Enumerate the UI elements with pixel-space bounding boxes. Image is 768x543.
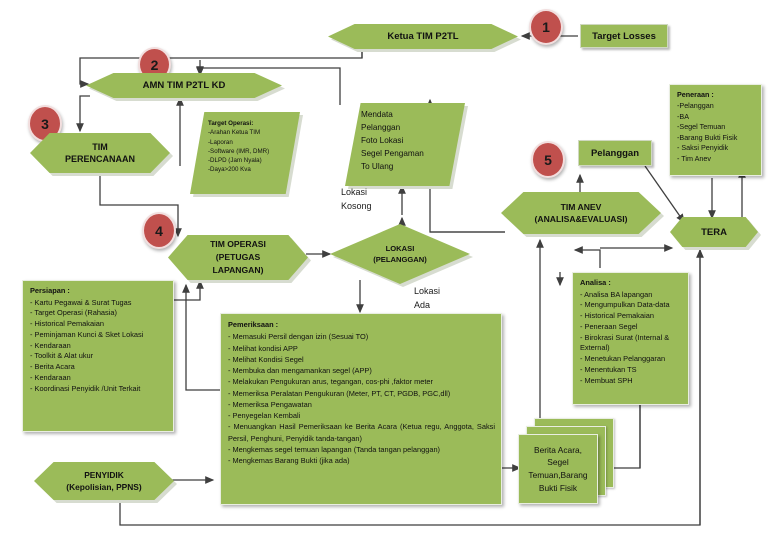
panel-item: - Melihat Kondisi Segel — [228, 354, 304, 364]
panel-item: - Mengkemas Barang Bukti (jika ada) — [228, 456, 350, 465]
panel-item: Foto Lokasi — [361, 135, 404, 145]
panel-item: - Toolkit & Alat ukur — [30, 351, 94, 361]
panel-item: - Mengumpulkan Data-data — [580, 300, 670, 310]
edge-label-lokasi-kosong: Lokasi Kosong — [341, 187, 372, 211]
panel-item: - Analisa BA lapangan — [580, 289, 653, 299]
node-penyidik-line1: PENYIDIK — [84, 469, 124, 480]
panel-item: - Tim Anev — [677, 153, 711, 163]
panel-item: - Historical Pemakaian — [30, 319, 104, 329]
panel-analisa: Analisa : - Analisa BA lapangan - Mengum… — [572, 272, 689, 405]
panel-item: - Memeriksa Peralatan Pengukuran (Meter,… — [228, 388, 451, 398]
panel-item: - Menetukan Pelanggaran — [580, 354, 666, 364]
panel-persiapan-heading: Persiapan : — [30, 286, 70, 295]
panel-item: - Membuka dan mengamankan segel (APP) — [228, 366, 372, 375]
node-ketua-tim-p2tl[interactable]: Ketua TIM P2TL — [328, 24, 521, 52]
panel-item: - Historical Pemakaian — [580, 311, 654, 321]
node-tera[interactable]: TERA — [670, 217, 761, 250]
panel-pemeriksaan-heading: Pemeriksaan : — [228, 320, 279, 329]
panel-item: -Pelanggan — [677, 101, 714, 111]
badge-4: 4 — [142, 212, 176, 249]
panel-mendata: Mendata Pelanggan Foto Lokasi Segel Peng… — [345, 103, 468, 189]
panel-target-operasi-heading: Target Operasi: — [208, 120, 254, 127]
panel-item: Segel Pengaman — [361, 148, 424, 158]
badge-4-label: 4 — [155, 222, 163, 239]
node-tim-perencanaan-line1: TIM — [92, 141, 108, 152]
node-penyidik[interactable]: PENYIDIK (Kepolisian, PPNS) — [34, 462, 177, 503]
stack-line-3: Temuan,Barang — [528, 470, 588, 480]
node-tim-perencanaan-line2: PERENCANAAN — [64, 154, 135, 164]
badge-5: 5 — [531, 141, 565, 178]
panel-persiapan: Persiapan : - Kartu Pegawai & Surat Tuga… — [22, 280, 174, 432]
panel-item: - Menentukan TS — [580, 364, 637, 374]
panel-item: - Saksi Penyidik — [677, 143, 729, 153]
node-lokasi-pelanggan[interactable]: LOKASI (PELANGGAN) — [330, 224, 473, 287]
node-amn-tim-p2tl-kd[interactable]: AMN TIM P2TL KD — [86, 73, 285, 101]
badge-1-label: 1 — [542, 19, 550, 35]
edge-label-lokasi-ada: Lokasi Ada — [414, 286, 441, 310]
node-tim-anev-line2: (ANALISA&EVALUASI) — [534, 214, 628, 224]
badge-1: 1 — [529, 9, 563, 45]
panel-item: -Segel Temuan — [677, 122, 726, 132]
node-tera-label: TERA — [701, 226, 727, 238]
panel-item: -BA — [677, 111, 689, 121]
panel-item: Mendata — [361, 110, 393, 119]
panel-item: - Membuat SPH — [580, 375, 633, 385]
panel-item: - Mengkemas segel temuan lapangan (Tanda… — [228, 444, 441, 454]
node-tim-perencanaan[interactable]: TIM PERENCANAAN — [30, 133, 173, 176]
node-tim-operasi-line3: LAPANGAN) — [212, 264, 264, 275]
node-tim-anev-line1: TIM ANEV — [560, 201, 602, 212]
panel-item: - Kartu Pegawai & Surat Tugas — [30, 297, 132, 307]
node-tim-anev[interactable]: TIM ANEV (ANALISA&EVALUASI) — [501, 192, 664, 237]
node-target-losses-label: Target Losses — [592, 30, 656, 42]
panel-item: - Berita Acara — [30, 362, 75, 372]
panel-item: - Koordinasi Penyidik /Unit Terkait — [30, 383, 141, 393]
panel-item: - Melihat kondisi APP — [228, 343, 298, 353]
stack-line-1: Berita Acara, — [534, 444, 582, 455]
panel-item: To Ulang — [361, 161, 394, 171]
node-pelanggan[interactable]: Pelanggan — [578, 140, 652, 166]
panel-item: - Memasuki Persil dengan izin (Sesuai TO… — [228, 332, 369, 342]
badge-3-label: 3 — [41, 115, 49, 132]
panel-item: - Target Operasi (Rahasia) — [30, 308, 117, 318]
panel-item: - Melakukan Pengukuran arus, tegangan, c… — [228, 377, 433, 387]
panel-item: - Menuangkan Hasil Pemeriksaan ke Berita… — [228, 422, 495, 443]
panel-target-operasi: Target Operasi: -Arahan Ketua TIM -Lapor… — [190, 112, 303, 197]
stack-front: Berita Acara, Segel Temuan,Barang Bukti … — [518, 434, 598, 504]
node-ketua-tim-p2tl-label: Ketua TIM P2TL — [387, 31, 459, 42]
panel-item: - Peminjaman Kunci & Sket Lokasi — [30, 329, 144, 339]
panel-item: - Birokrasi Surat (Internal & External) — [580, 332, 670, 353]
stack-line-4: Bukti Fisik — [538, 482, 578, 493]
panel-item: - Memeriksa Pengawatan — [228, 399, 312, 409]
panel-item: Pelanggan — [361, 122, 401, 132]
node-lokasi-pelanggan-line2: (PELANGGAN) — [373, 255, 427, 264]
panel-item: -Daya>200 Kva — [208, 166, 251, 174]
panel-item: - Kendaraan — [30, 372, 71, 382]
node-tim-operasi[interactable]: TIM OPERASI (PETUGAS LAPANGAN) — [168, 235, 311, 283]
panel-item: -Barang Bukti Fisik — [677, 132, 738, 142]
panel-item: -DLPD (Jam Nyala) — [208, 157, 262, 165]
panel-peneraan: Peneraan : -Pelanggan -BA -Segel Temuan … — [669, 84, 762, 176]
badge-2-label: 2 — [150, 56, 159, 73]
node-pelanggan-label: Pelanggan — [590, 147, 640, 159]
panel-item: - Peneraan Segel — [580, 321, 638, 331]
node-penyidik-line2: (Kepolisian, PPNS) — [66, 482, 142, 492]
node-tim-operasi-line2: (PETUGAS — [215, 252, 261, 263]
panel-item: -Arahan Ketua TIM — [208, 129, 261, 137]
panel-pemeriksaan: Pemeriksaan : - Memasuki Persil dengan i… — [220, 313, 502, 505]
stack-line-2: Segel — [547, 457, 569, 468]
panel-item: - Penyegelan Kembali — [228, 411, 301, 420]
panel-item: - Kendaraan — [30, 340, 71, 350]
panel-item: -Laporan — [208, 138, 233, 146]
panel-analisa-heading: Analisa : — [580, 278, 611, 287]
node-amn-tim-p2tl-kd-label: AMN TIM P2TL KD — [142, 80, 226, 91]
panel-peneraan-heading: Peneraan : — [677, 90, 714, 99]
node-berita-acara-stack[interactable]: Berita Acara, Segel Temuan,Barang Bukti … — [518, 418, 614, 508]
node-lokasi-pelanggan-line1: LOKASI — [385, 243, 415, 253]
node-target-losses[interactable]: Target Losses — [580, 24, 668, 48]
badge-5-label: 5 — [544, 151, 552, 168]
node-tim-operasi-line1: TIM OPERASI — [210, 239, 266, 250]
panel-item: -Software (IMR, DMR) — [208, 147, 270, 155]
